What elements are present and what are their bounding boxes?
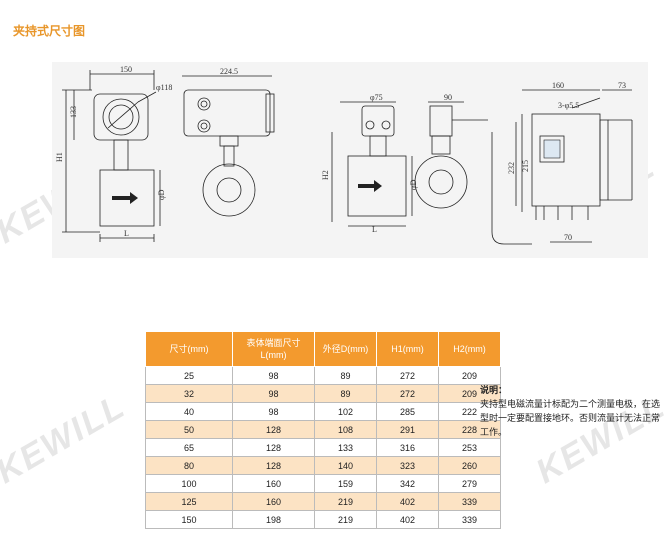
table-row: 40 98 102 285 222 bbox=[145, 402, 501, 421]
column-header: H1(mm) bbox=[376, 331, 439, 367]
watermark: KEWILL bbox=[0, 387, 133, 492]
dim-label: 215 bbox=[521, 160, 530, 172]
dim-label: φD bbox=[157, 189, 166, 200]
technical-drawing: 150 φ118 224.5 133 H1 φD L φ75 90 H2 φD … bbox=[55, 65, 633, 245]
table-cell: 339 bbox=[438, 492, 501, 511]
table-cell: 228 bbox=[438, 420, 501, 439]
column-header: 外径D(mm) bbox=[314, 331, 377, 367]
table-cell: 32 bbox=[145, 384, 233, 403]
table-cell: 40 bbox=[145, 402, 233, 421]
dim-label: 90 bbox=[444, 93, 452, 102]
dim-label: 133 bbox=[69, 106, 78, 118]
table-cell: 222 bbox=[438, 402, 501, 421]
table-cell: 98 bbox=[232, 366, 315, 385]
note-title: 说明： bbox=[480, 386, 508, 396]
table-cell: 89 bbox=[314, 384, 377, 403]
table-cell: 98 bbox=[232, 384, 315, 403]
table-cell: 65 bbox=[145, 438, 233, 457]
table-cell: 160 bbox=[232, 492, 315, 511]
dim-label: φD bbox=[409, 179, 418, 190]
table-row: 50 128 108 291 228 bbox=[145, 420, 501, 439]
table-row: 150 198 219 402 339 bbox=[145, 510, 501, 529]
table-header-row: 尺寸(mm) 表体端面尺寸L(mm) 外径D(mm) H1(mm) H2(mm) bbox=[145, 331, 501, 367]
table-cell: 260 bbox=[438, 456, 501, 475]
dim-label: 73 bbox=[618, 81, 626, 90]
table-cell: 50 bbox=[145, 420, 233, 439]
table-cell: 291 bbox=[376, 420, 439, 439]
table-cell: 80 bbox=[145, 456, 233, 475]
table-cell: 209 bbox=[438, 384, 501, 403]
column-header: H2(mm) bbox=[438, 331, 501, 367]
dim-label: φ118 bbox=[156, 83, 172, 92]
dim-label: H2 bbox=[321, 170, 330, 180]
note-section: 说明： 夹持型电磁流量计标配为二个测量电极，在选型时一定要配置接地环。否则流量计… bbox=[480, 384, 665, 440]
table-cell: 25 bbox=[145, 366, 233, 385]
table-cell: 159 bbox=[314, 474, 377, 493]
dim-label: L bbox=[372, 225, 377, 234]
dim-label: 3-φ5.5 bbox=[558, 101, 579, 110]
table-cell: 128 bbox=[232, 438, 315, 457]
table-row: 65 128 133 316 253 bbox=[145, 438, 501, 457]
table-cell: 279 bbox=[438, 474, 501, 493]
table-cell: 402 bbox=[376, 510, 439, 529]
table-row: 125 160 219 402 339 bbox=[145, 492, 501, 511]
page-title: 夹持式尺寸图 bbox=[13, 24, 86, 38]
table-row: 80 128 140 323 260 bbox=[145, 456, 501, 475]
table-cell: 102 bbox=[314, 402, 377, 421]
dim-label: φ75 bbox=[370, 93, 383, 102]
dim-label: 232 bbox=[507, 162, 516, 174]
dim-label: L bbox=[124, 229, 129, 238]
table-cell: 125 bbox=[145, 492, 233, 511]
table-cell: 140 bbox=[314, 456, 377, 475]
dim-label: H1 bbox=[55, 152, 64, 162]
note-body: 夹持型电磁流量计标配为二个测量电极，在选型时一定要配置接地环。否则流量计无法正常… bbox=[480, 400, 661, 438]
table-cell: 128 bbox=[232, 420, 315, 439]
table-cell: 272 bbox=[376, 384, 439, 403]
dim-label: 150 bbox=[120, 65, 132, 74]
table-cell: 253 bbox=[438, 438, 501, 457]
table-cell: 219 bbox=[314, 510, 377, 529]
table-cell: 160 bbox=[232, 474, 315, 493]
table-cell: 285 bbox=[376, 402, 439, 421]
table-cell: 128 bbox=[232, 456, 315, 475]
table-cell: 402 bbox=[376, 492, 439, 511]
table-cell: 316 bbox=[376, 438, 439, 457]
table-cell: 89 bbox=[314, 366, 377, 385]
table-cell: 272 bbox=[376, 366, 439, 385]
column-header: 表体端面尺寸L(mm) bbox=[232, 331, 315, 367]
dim-label: 224.5 bbox=[220, 67, 238, 76]
dimension-drawing: 150 φ118 224.5 133 H1 φD L φ75 90 H2 φD … bbox=[52, 62, 648, 258]
table-row: 32 98 89 272 209 bbox=[145, 384, 501, 403]
table-row: 25 98 89 272 209 bbox=[145, 366, 501, 385]
table-cell: 133 bbox=[314, 438, 377, 457]
table-cell: 339 bbox=[438, 510, 501, 529]
table-cell: 209 bbox=[438, 366, 501, 385]
table-cell: 198 bbox=[232, 510, 315, 529]
table-cell: 150 bbox=[145, 510, 233, 529]
dim-label: 70 bbox=[564, 233, 572, 242]
dimension-table: 尺寸(mm) 表体端面尺寸L(mm) 外径D(mm) H1(mm) H2(mm)… bbox=[145, 331, 501, 529]
table-cell: 108 bbox=[314, 420, 377, 439]
column-header: 尺寸(mm) bbox=[145, 331, 233, 367]
dim-label: 160 bbox=[552, 81, 564, 90]
table-cell: 98 bbox=[232, 402, 315, 421]
table-cell: 342 bbox=[376, 474, 439, 493]
table-cell: 323 bbox=[376, 456, 439, 475]
table-cell: 100 bbox=[145, 474, 233, 493]
table-row: 100 160 159 342 279 bbox=[145, 474, 501, 493]
table-cell: 219 bbox=[314, 492, 377, 511]
